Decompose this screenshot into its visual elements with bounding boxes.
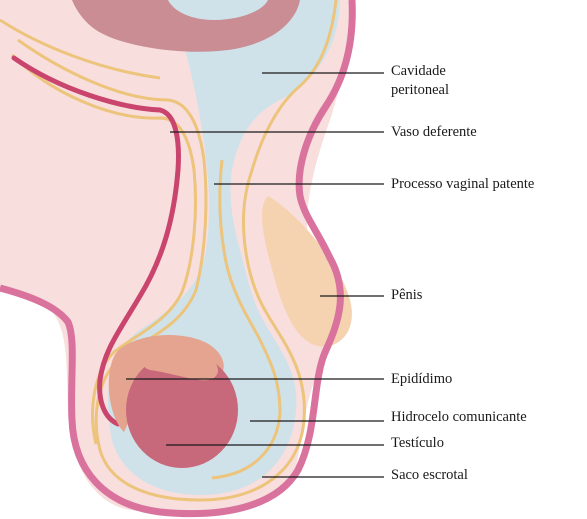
label-penis: Pênis <box>391 286 422 305</box>
label-cavidade-peritoneal: Cavidade peritoneal <box>391 62 449 100</box>
label-cavidade-line1: Cavidade <box>391 63 446 79</box>
label-hidrocelo: Hidrocelo comunicante <box>391 408 527 427</box>
label-vaso-deferente: Vaso deferente <box>391 123 477 142</box>
label-saco-escrotal: Saco escrotal <box>391 466 468 485</box>
label-cavidade-line2: peritoneal <box>391 81 449 100</box>
label-testiculo: Testículo <box>391 434 444 453</box>
label-epididimo: Epidídimo <box>391 370 452 389</box>
label-processo-vaginal: Processo vaginal patente <box>391 175 534 194</box>
